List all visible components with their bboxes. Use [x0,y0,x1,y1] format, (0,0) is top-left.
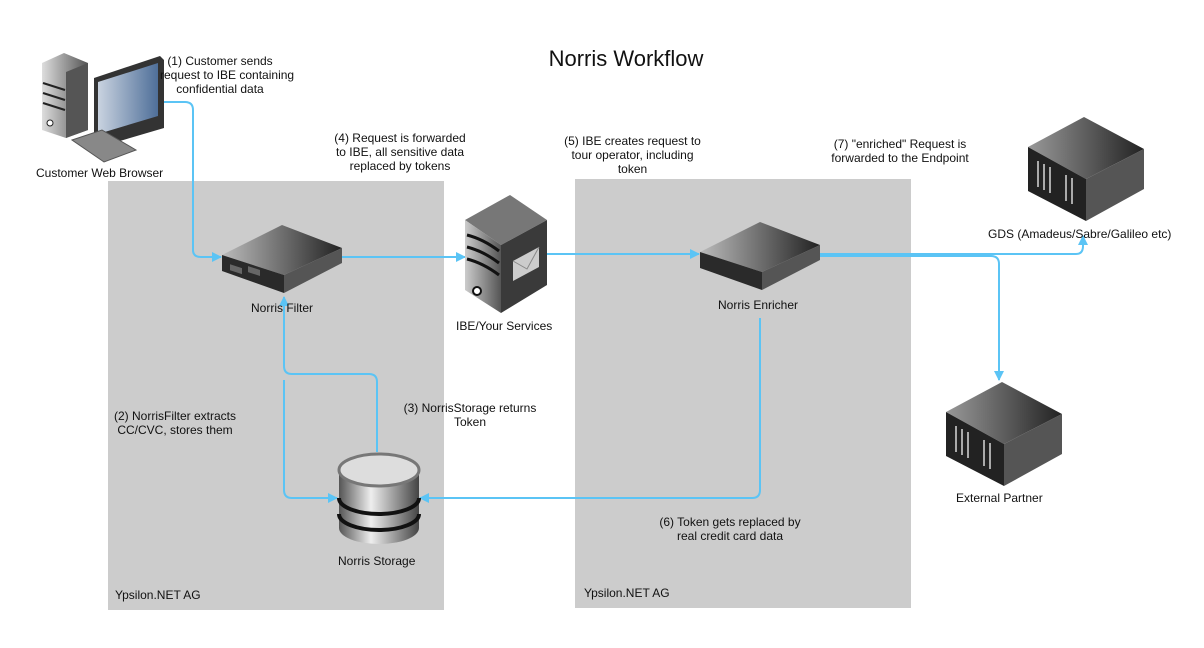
database-icon[interactable] [337,450,421,546]
step-3-line: (3) NorrisStorage returns [403,401,537,415]
connector-enricher-to-storage [419,318,761,503]
step-6-line: real credit card data [676,529,784,543]
node-label-gds: GDS (Amadeus/Sabre/Galileo etc) [988,227,1172,241]
step-5-line: tour operator, including [571,148,694,162]
connector-filter-to-storage [283,380,338,503]
step-7-note: (7) "enriched" Request is forwarded to t… [830,137,970,165]
step-6-note: (6) Token gets replaced by real credit c… [655,515,805,543]
connector-browser-to-filter [162,101,222,262]
rack-server-1u-icon[interactable] [698,212,823,292]
step-5-line: (5) IBE creates request to [564,134,701,148]
connector-storage-to-filter [279,296,378,452]
step-7-line: forwarded to the Endpoint [831,151,969,165]
desktop-computer-icon[interactable] [38,48,168,163]
step-1-note: (1) Customer sends request to IBE contai… [160,54,295,96]
step-6-line: (6) Token gets replaced by [659,515,801,529]
node-label-filter: Norris Filter [251,301,313,315]
step-2-line: (2) NorrisFilter extracts [113,409,236,423]
step-2-note: (2) NorrisFilter extracts CC/CVC, stores… [110,409,240,437]
mail-server-tower-icon[interactable] [465,195,547,313]
zone-label-left: Ypsilon.NET AG [115,588,201,602]
diagram-title: Norris Workflow [548,46,704,71]
step-4-line: replaced by tokens [349,159,451,173]
zone-label-right: Ypsilon.NET AG [584,586,670,600]
node-label-enricher: Norris Enricher [718,298,799,312]
connector-enricher-to-gds [820,235,1088,255]
step-2-line: CC/CVC, stores them [117,423,233,437]
step-4-note: (4) Request is forwarded to IBE, all sen… [330,131,470,173]
step-1-line: (1) Customer sends [167,54,273,68]
step-5-note: (5) IBE creates request to tour operator… [560,134,705,176]
step-5-line: token [617,162,648,176]
step-7-line: (7) "enriched" Request is [833,137,967,151]
step-1-line: confidential data [176,82,264,96]
node-label-storage: Norris Storage [338,554,416,568]
node-label-partner: External Partner [956,491,1043,505]
rack-server-1u-icon[interactable] [220,215,345,295]
step-3-note: (3) NorrisStorage returns Token [400,401,540,429]
step-1-line: request to IBE containing [160,68,295,82]
node-label-ibe: IBE/Your Services [456,319,553,333]
rack-server-4u-icon[interactable] [1022,117,1146,221]
step-4-line: (4) Request is forwarded [334,131,466,145]
step-3-line: Token [453,415,487,429]
connector-enricher-to-partner [820,255,1004,381]
node-label-browser: Customer Web Browser [36,166,164,180]
step-4-line: to IBE, all sensitive data [335,145,465,159]
rack-server-4u-icon[interactable] [940,382,1064,486]
